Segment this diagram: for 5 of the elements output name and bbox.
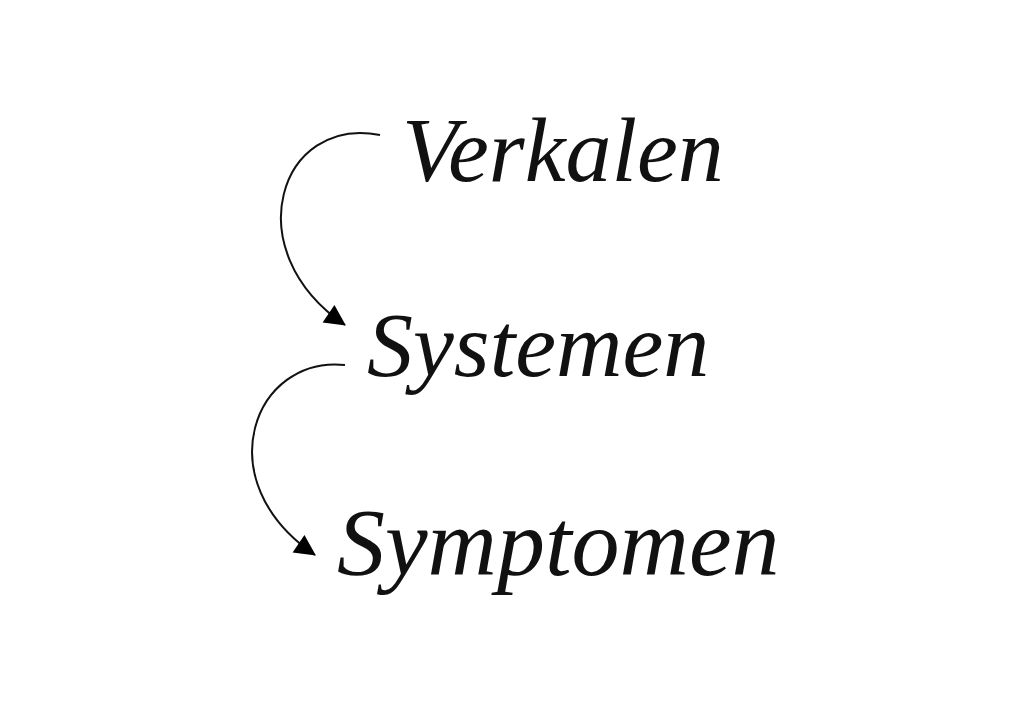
handwritten-word: Symptomen (337, 489, 780, 596)
curved-arrow (251, 364, 346, 556)
handwritten-word: Verkalen (402, 99, 724, 201)
curved-arrow (280, 132, 381, 326)
handwritten-word: Systemen (367, 294, 710, 396)
